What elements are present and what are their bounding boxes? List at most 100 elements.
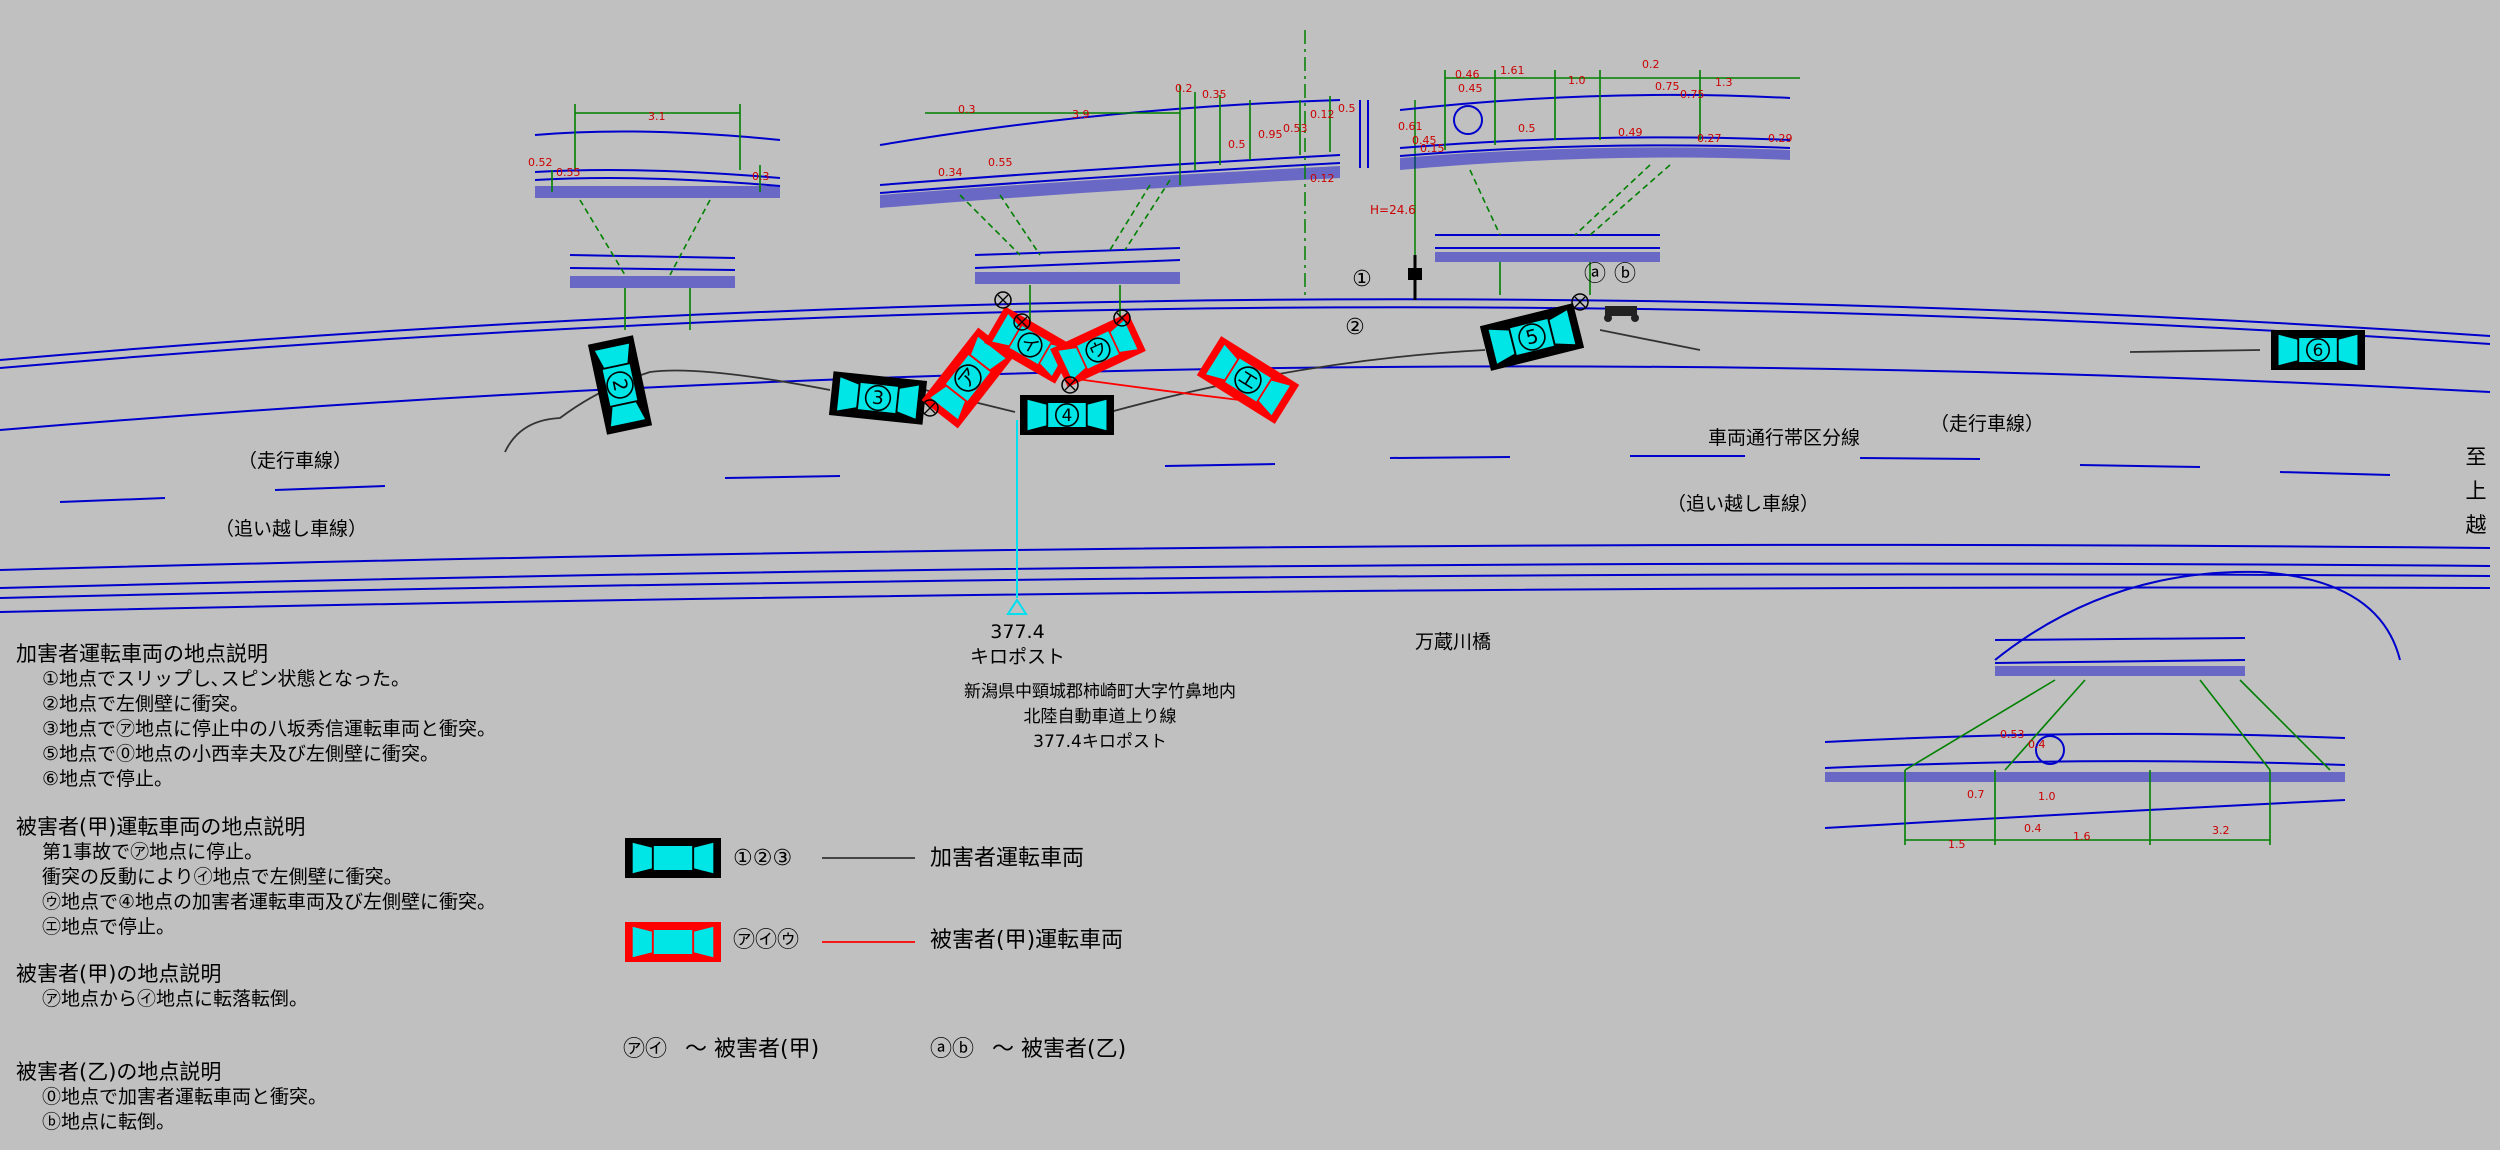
detail-section-2 [879, 30, 1416, 330]
dimension-label: 0.53 [1283, 122, 1308, 135]
point-marker: ① [1352, 267, 1372, 292]
point-marker-label: ⓐ [1584, 262, 1606, 287]
location-line: 新潟県中頸城郡柿崎町大字竹鼻地内 [964, 682, 1236, 702]
dimension-label: 0.4 [2028, 738, 2046, 751]
dimension-label: 0.75 [1680, 88, 1705, 101]
legend-graphics [625, 838, 915, 962]
section-line: ③地点で㋐地点に停止中の八坂秀信運転車両と衝突。 [42, 718, 497, 740]
dimension-label: 0.49 [1618, 126, 1643, 139]
location-block: 新潟県中頸城郡柿崎町大字竹鼻地内 北陸自動車道上り線 377.4キロポスト [880, 680, 1320, 755]
dimension-label: 1.0 [2038, 790, 2056, 803]
legend-victim-b-codes: ⓐⓑ [930, 1037, 975, 1062]
legend-perp-vehicle [625, 838, 721, 878]
legend-perp-label: 加害者運転車両 [930, 846, 1085, 871]
lane-passing-right: （追い越し車線） [1667, 493, 1820, 515]
dimension-label: 0.34 [938, 166, 963, 179]
dimension-label: 1.6 [2073, 830, 2091, 843]
impact-point [921, 399, 939, 417]
dimension-label: 1.0 [1568, 74, 1586, 87]
section-line: ㋐地点から㋑地点に転落転倒。 [42, 988, 309, 1010]
perp-vehicle-6: 6 [2271, 330, 2365, 370]
section-title: 被害者(甲)の地点説明 [16, 962, 222, 986]
impact-point [1013, 313, 1031, 331]
bridge-label: 万蔵川橋 [1415, 631, 1492, 653]
legend-victim-codes: ㋐㋑㋒ [733, 928, 800, 953]
victim-vehicle-c: ウ [1050, 312, 1146, 388]
dimension-label: 3.2 [2212, 824, 2230, 837]
section-line: ⑥地点で停止。 [42, 768, 174, 790]
vehicle-number: 4 [1062, 405, 1073, 425]
legend-victim-a-label: ～ 被害者(甲) [685, 1037, 820, 1062]
dimension-label: 0.61 [1398, 120, 1423, 133]
vehicles-perp: 2 3 4 5 6 [587, 303, 2365, 435]
vehicle-number: 3 [871, 387, 885, 409]
impact-point [1571, 293, 1589, 311]
legend-victim-a-codes: ㋐㋑ [623, 1037, 668, 1062]
dimension-label: 0.12 [1310, 172, 1335, 185]
section-title: 被害者(甲)運転車両の地点説明 [16, 815, 306, 839]
impact-point [1113, 309, 1131, 327]
point-marker-label: ② [1345, 315, 1365, 340]
dimension-label: 0.27 [1697, 132, 1722, 145]
section-line: ㋒地点で④地点の加害者運転車両及び左側壁に衝突。 [42, 891, 497, 913]
dimension-label: 0.53 [2000, 728, 2025, 741]
victim-trajectory [1069, 377, 1241, 401]
dimension-label: 0.5 [1518, 122, 1536, 135]
dimension-label: 0.4 [2024, 822, 2042, 835]
detail-section-4 [1824, 570, 2401, 845]
dimension-label: 0.2 [1175, 82, 1193, 95]
direction-char: 至 [2465, 445, 2487, 469]
dimension-label: 0.2 [1642, 58, 1660, 71]
motorcycle [1604, 306, 1639, 322]
dimension-label: 0.55 [556, 166, 581, 179]
explanation-victim-vehicle: 被害者(甲)運転車両の地点説明 第1事故で㋐地点に停止。 衝突の反動により㋑地点… [16, 815, 496, 940]
perp-vehicle-2: 2 [587, 335, 653, 435]
lane-divider-label: 車両通行帯区分線 [1708, 427, 1861, 449]
kilopost-label: 377.4 キロポスト [960, 620, 1075, 670]
lane-passing-left: （追い越し車線） [215, 518, 368, 540]
dimension-label: 0.55 [988, 156, 1013, 169]
section-line: ⓑ地点に転倒。 [42, 1111, 176, 1133]
legend-perp-codes: ①②③ [733, 846, 793, 871]
explanation-victim-b: 被害者(乙)の地点説明 ⓪地点で加害者運転車両と衝突。 ⓑ地点に転倒。 [16, 1060, 327, 1135]
vehicle-number: 2 [607, 377, 632, 394]
lane-divider-dashes [59, 455, 2391, 503]
point-marker-label: ① [1352, 267, 1372, 292]
detail-section-3 [1399, 70, 1800, 295]
dimension-label: 0.3 [752, 170, 770, 183]
dimension-label: 0.12 [1310, 108, 1335, 121]
point-marker-label: ⓑ [1614, 262, 1636, 287]
kilopost-word: キロポスト [969, 646, 1065, 668]
vehicle-number: 5 [1523, 324, 1540, 349]
location-line: 377.4キロポスト [1033, 732, 1167, 752]
section-line: ㋓地点で停止。 [42, 916, 176, 938]
direction-char: 越 [2465, 513, 2487, 537]
impact-point [994, 291, 1012, 309]
lane-running-right: （走行車線） [1930, 413, 2045, 435]
legend-victim-b-label: ～ 被害者(乙) [992, 1037, 1127, 1062]
point-marker: ⓑ [1614, 262, 1636, 287]
location-line: 北陸自動車道上り線 [1023, 707, 1177, 727]
perp-vehicle-3: 3 [828, 371, 928, 425]
legend-victim-label: 被害者(甲)運転車両 [930, 928, 1124, 953]
detail-section-1 [534, 104, 781, 330]
direction-char: 上 [2465, 479, 2487, 503]
perp-vehicle-5: 5 [1479, 303, 1585, 371]
dimension-label: 3.1 [648, 110, 666, 123]
vehicle-number: 6 [2313, 340, 2324, 360]
section-title: 被害者(乙)の地点説明 [16, 1060, 222, 1084]
point-markers: ① ② ⓐ ⓑ [921, 262, 1639, 417]
section-title: 加害者運転車両の地点説明 [16, 642, 268, 666]
dimension-label: 0.3 [958, 103, 976, 116]
dimension-label: 1.61 [1500, 64, 1525, 77]
perp-vehicle-4: 4 [1020, 395, 1114, 435]
legend-victim-vehicle [625, 922, 721, 962]
lane-running-left: （走行車線） [238, 450, 353, 472]
dimension-label: 0.35 [1202, 88, 1227, 101]
dimension-label: 0.52 [528, 156, 553, 169]
dimension-label: 0.45 [1458, 82, 1483, 95]
section-line: ⓪地点で加害者運転車両と衝突。 [42, 1086, 328, 1108]
dimension-label: 0.75 [1655, 80, 1680, 93]
